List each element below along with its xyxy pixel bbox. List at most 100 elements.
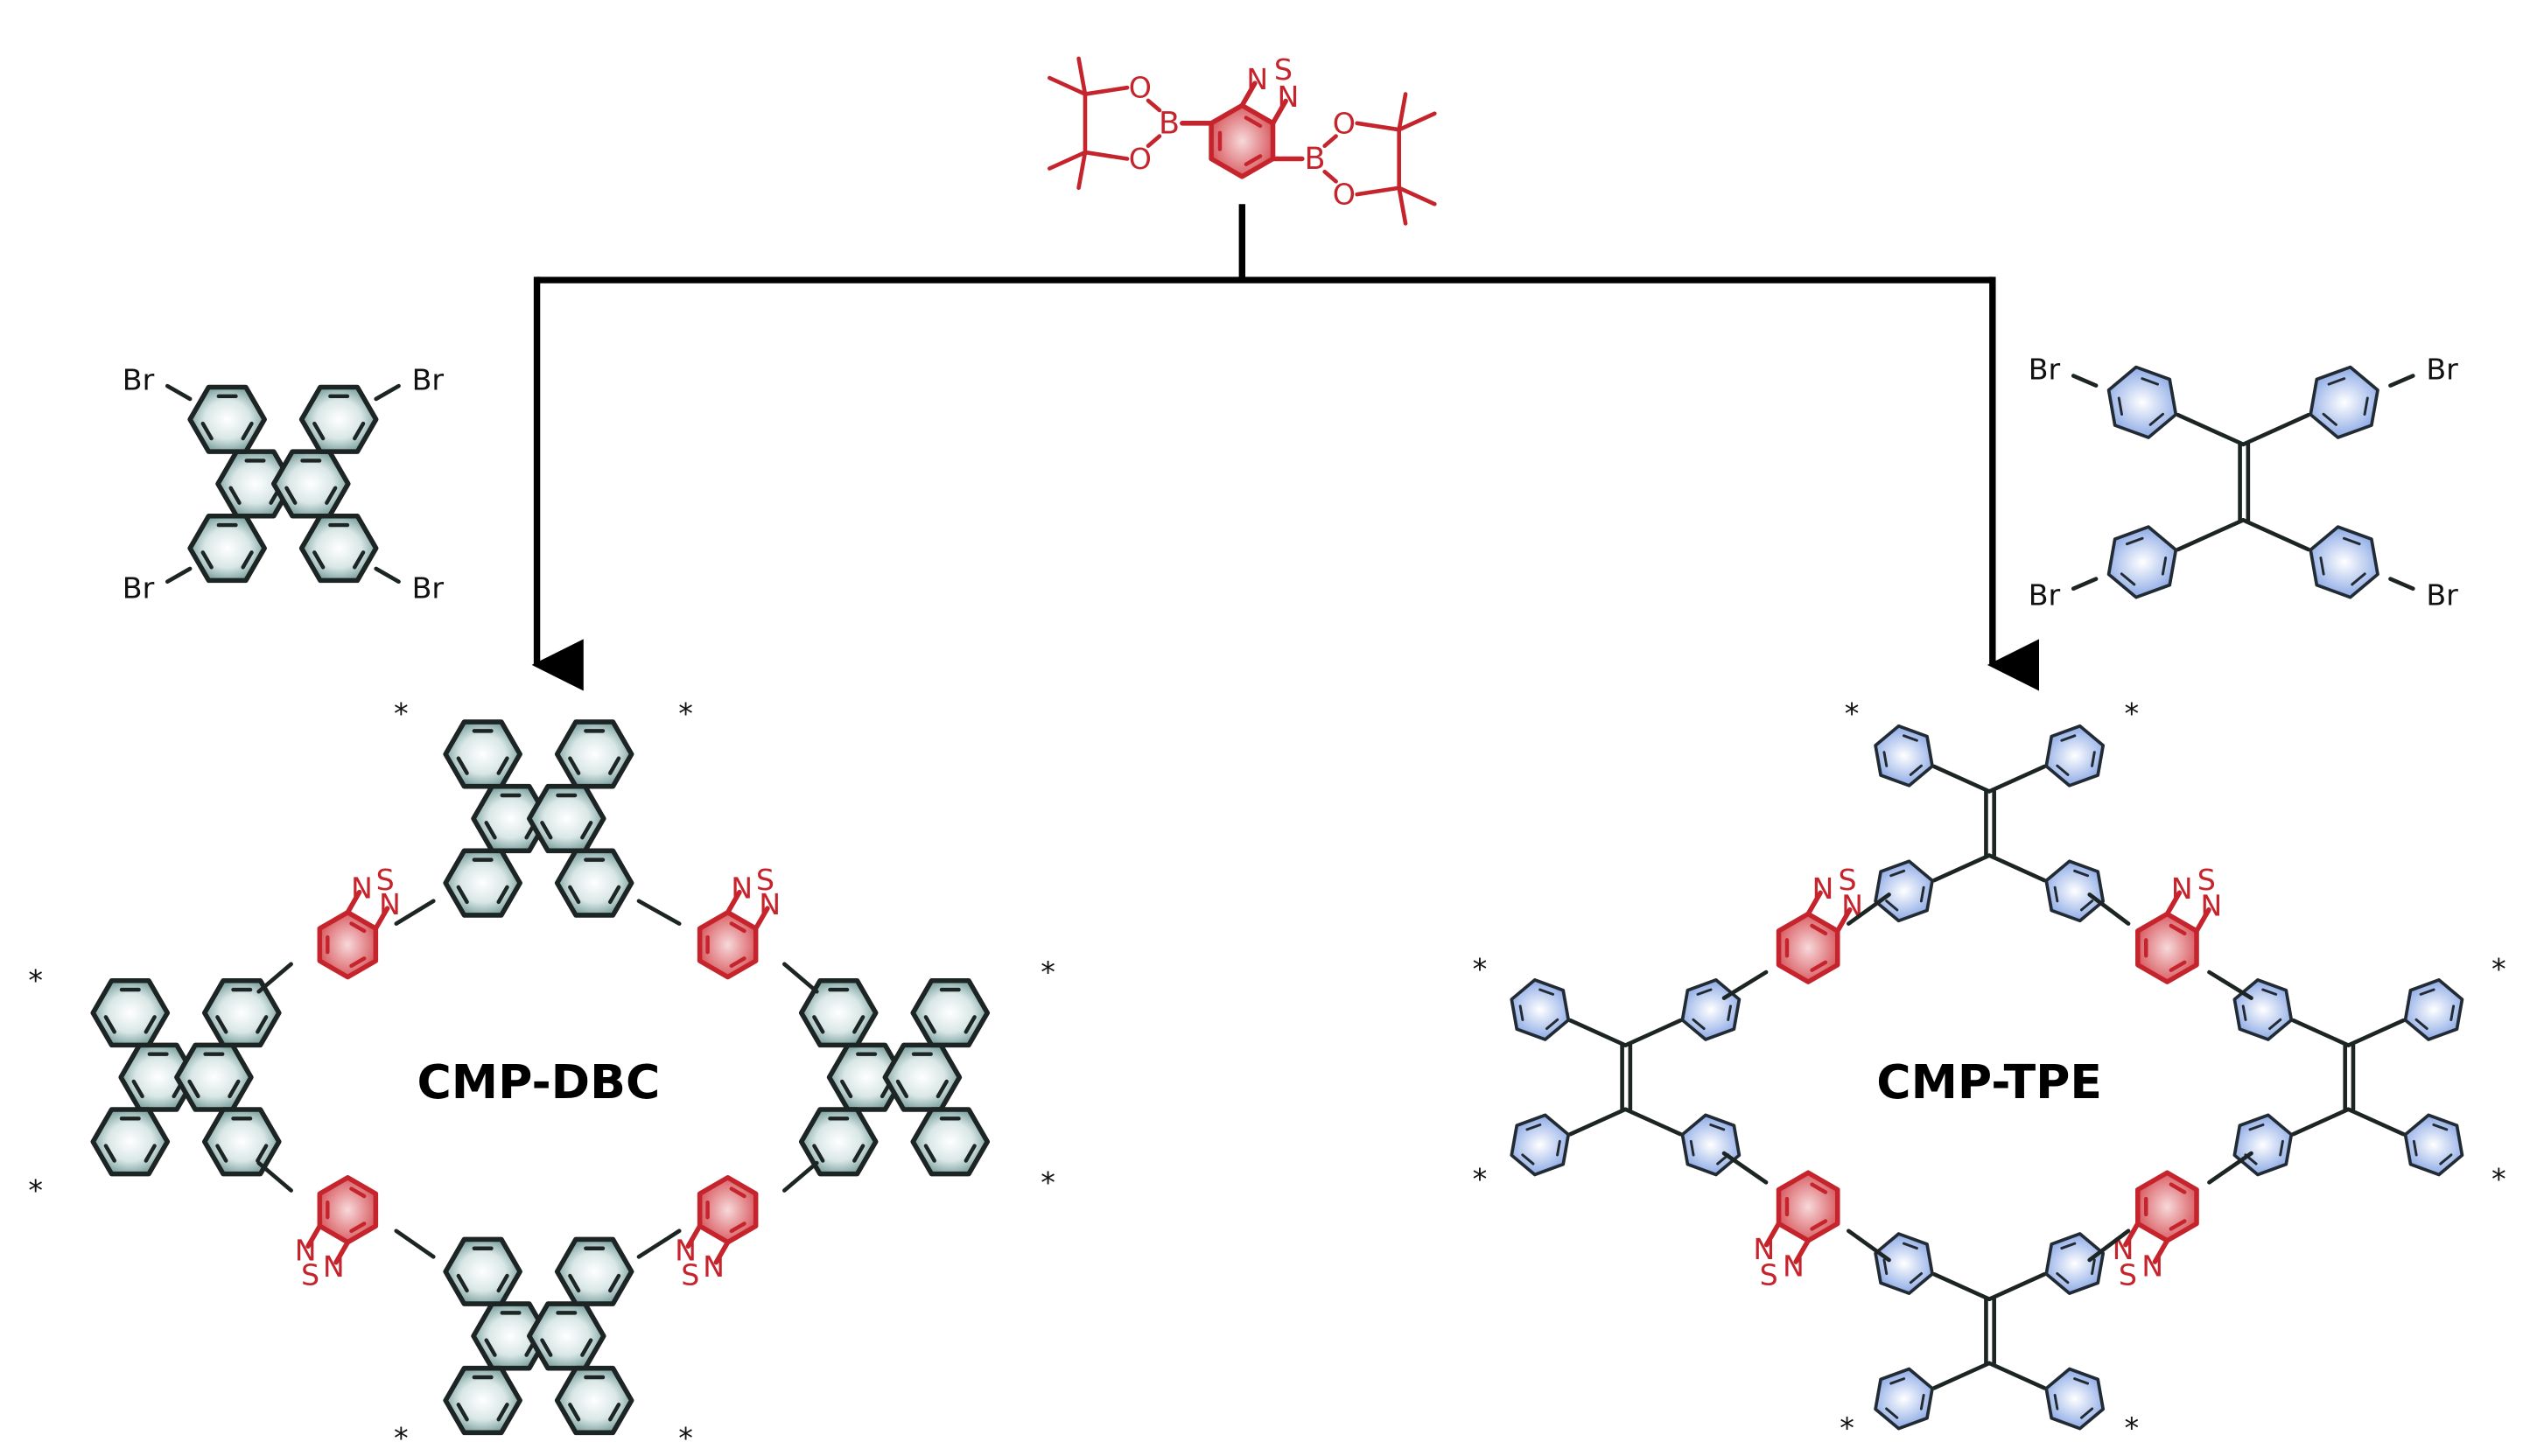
methyl xyxy=(1047,75,1088,96)
nitrogen-atom: N xyxy=(1278,80,1300,114)
dbc-top xyxy=(443,719,634,918)
phenyl-hex xyxy=(2044,859,2106,923)
sulfur-atom: S xyxy=(376,863,395,897)
phenyl-ring xyxy=(2309,365,2379,439)
bromine-atom: Br xyxy=(2426,578,2458,612)
phenyl-hex xyxy=(2044,1367,2106,1431)
sulfur-atom: S xyxy=(301,1257,319,1292)
sulfur-atom: S xyxy=(2119,1257,2137,1292)
aryl-bond xyxy=(1987,1271,2047,1302)
phenyl-ring xyxy=(2044,1367,2106,1431)
aryl-bond xyxy=(1931,1271,1992,1302)
dbc-end-group-star: * xyxy=(678,696,693,731)
phenyl-ring xyxy=(2044,724,2106,788)
outer-ring xyxy=(554,719,634,789)
o-c-bond xyxy=(1355,186,1401,197)
dbc-right xyxy=(798,977,991,1177)
methyl xyxy=(1076,56,1088,96)
phenyl-ring xyxy=(1874,724,1934,788)
bt-bond xyxy=(305,1223,323,1250)
tpe-bottom xyxy=(1874,1232,2106,1431)
phenyl-hex xyxy=(2403,978,2464,1041)
outer-ring xyxy=(202,977,282,1048)
dbc-left xyxy=(90,977,282,1177)
phenyl-hex xyxy=(1874,724,1934,788)
linking-bond xyxy=(1721,1151,1769,1185)
tpe-end-group-star: * xyxy=(1473,952,1488,986)
linking-bond xyxy=(394,899,436,926)
tpe-left xyxy=(1510,978,1742,1177)
bromine-atom: Br xyxy=(2426,353,2458,387)
b-o-bond xyxy=(1322,134,1338,149)
outer-ring xyxy=(443,1236,522,1306)
nitrogen-atom: N xyxy=(2171,872,2193,906)
linking-bond xyxy=(2087,1228,2131,1263)
linking-bond xyxy=(636,1228,682,1259)
sulfur-atom: S xyxy=(2197,863,2216,897)
core-ring xyxy=(882,1042,963,1112)
aryl-bond xyxy=(1931,1361,1992,1390)
core-ring xyxy=(527,783,606,854)
aryl-bond xyxy=(1987,1361,2047,1390)
phenyl-ring xyxy=(1874,859,1934,923)
aryl-bond xyxy=(1567,1107,1628,1137)
nitrogen-atom: N xyxy=(759,887,781,921)
outer-ring xyxy=(90,1107,171,1177)
linking-bond xyxy=(1721,970,1769,1000)
tpe-end-group-star: * xyxy=(2124,696,2139,731)
bt-bond xyxy=(1763,1221,1782,1248)
o-c-bond xyxy=(1083,85,1130,96)
linking-bond xyxy=(394,1228,436,1259)
outer-ring xyxy=(798,977,879,1048)
bt-bond xyxy=(1834,906,1853,934)
dbc-monomer-core xyxy=(187,384,379,584)
bt-bond xyxy=(373,906,390,931)
benzothiadiazole-ring xyxy=(1776,1170,1840,1243)
phenyl-ring xyxy=(1874,1367,1934,1431)
sulfur-atom: S xyxy=(681,1257,699,1292)
dbc-end-group-star: * xyxy=(678,1421,693,1455)
nitrogen-atom: N xyxy=(1753,1232,1775,1266)
core-ring xyxy=(471,1301,550,1371)
bt-bond xyxy=(2123,1221,2141,1248)
phenyl-ring xyxy=(1510,1113,1571,1177)
sulfur-atom: S xyxy=(756,863,774,897)
phenyl-hex xyxy=(1874,859,1934,923)
tpe-top xyxy=(1874,724,2106,923)
outer-ring xyxy=(202,1107,282,1177)
phenyl-ring xyxy=(2106,525,2178,599)
outer-ring xyxy=(554,1236,634,1306)
benzothiadiazole-ring xyxy=(1776,911,1840,984)
outer-ring xyxy=(443,1365,522,1436)
phenyl-hex xyxy=(2044,1232,2106,1295)
aryl-bond xyxy=(2176,518,2246,552)
o-c-bond xyxy=(1083,150,1130,161)
phenyl-hex xyxy=(2309,525,2379,599)
c-br-bond xyxy=(165,383,193,402)
outer-ring xyxy=(90,977,171,1048)
outer-ring xyxy=(443,719,522,789)
outer-ring xyxy=(554,848,634,918)
phenyl-hex xyxy=(1874,1232,1934,1295)
dbc-end-group-star: * xyxy=(1041,1166,1055,1200)
dbc-end-group-star: * xyxy=(28,1173,43,1208)
methyl xyxy=(1397,186,1408,226)
bt-bond xyxy=(2164,890,2183,917)
tpe-end-group-star: * xyxy=(1840,1411,1854,1446)
bt-linker: NNS xyxy=(675,1174,759,1292)
aryl-bond xyxy=(2346,1107,2406,1137)
aryl-bond xyxy=(1623,1018,1683,1047)
linking-bond xyxy=(1847,1228,1891,1263)
boron-atom: B xyxy=(1159,105,1180,141)
nitrogen-atom: N xyxy=(2113,1232,2134,1266)
bt-bond xyxy=(685,1223,703,1250)
outer-ring xyxy=(798,1107,879,1177)
phenyl-ring xyxy=(2044,1232,2106,1295)
methyl xyxy=(1047,150,1088,171)
tpe-end-group-star: * xyxy=(2124,1411,2139,1446)
linking-bond xyxy=(2087,892,2131,926)
methyl xyxy=(1076,150,1088,191)
